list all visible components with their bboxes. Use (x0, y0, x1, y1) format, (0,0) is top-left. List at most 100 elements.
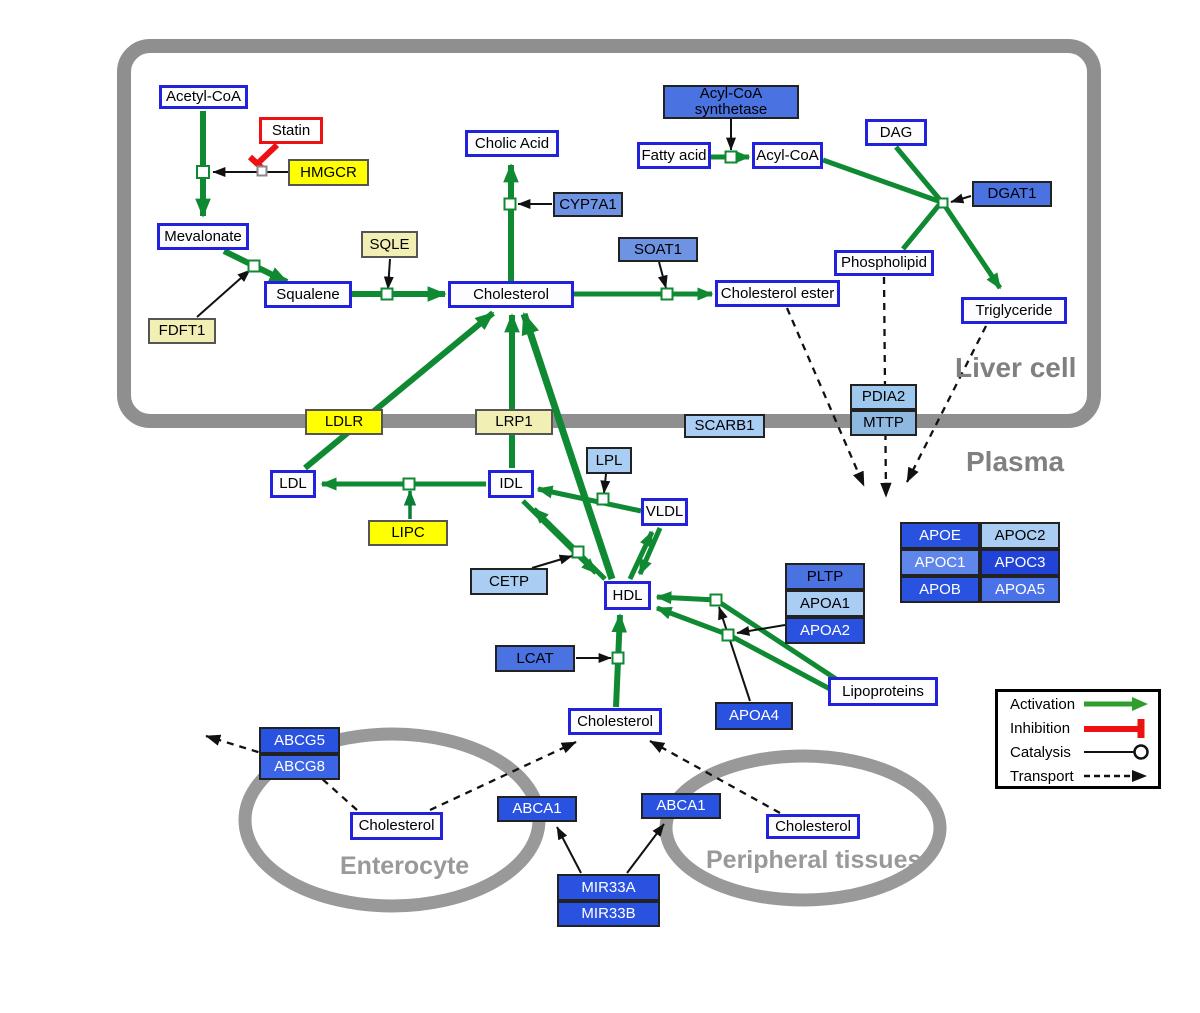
node-lipoproteins[interactable]: Lipoproteins (828, 677, 938, 706)
legend-item-transport: Transport (998, 764, 1158, 788)
edge-triglyceride-transport (905, 325, 988, 483)
node-apoc3[interactable]: APOC3 (980, 549, 1060, 576)
reaction-anchor (596, 492, 610, 506)
reaction-anchor (571, 545, 585, 559)
edge-soat1-catalysis (657, 261, 668, 289)
node-cholesterol-enterocyte[interactable]: Cholesterol (350, 812, 443, 840)
node-triglyceride[interactable]: Triglyceride (961, 297, 1067, 324)
node-lcat[interactable]: LCAT (495, 645, 575, 672)
node-sqle[interactable]: SQLE (361, 231, 418, 258)
node-cholesterol-peripheral[interactable]: Cholesterol (766, 814, 860, 839)
node-statin[interactable]: Statin (259, 117, 323, 144)
edge-sqle-catalysis (383, 258, 394, 290)
legend-label-inhibition: Inhibition (1010, 719, 1071, 737)
node-lpl[interactable]: LPL (586, 447, 632, 474)
target-anchor (256, 165, 268, 177)
node-dgat1[interactable]: DGAT1 (972, 181, 1052, 207)
edge-dag-to-junction (894, 145, 943, 203)
edge-junction-to-triglyceride (942, 204, 1003, 290)
legend-label-catalysis: Catalysis (1010, 743, 1071, 761)
node-cetp[interactable]: CETP (470, 568, 548, 595)
legend-symbol-activation (1084, 697, 1148, 711)
edge-lpl-catalysis (600, 473, 611, 494)
node-mir33b[interactable]: MIR33B (557, 901, 660, 927)
legend-label-transport: Transport (1010, 767, 1074, 785)
reaction-anchor (247, 259, 261, 273)
edge-apoa4-catalysis (718, 606, 751, 702)
node-phospholipid[interactable]: Phospholipid (834, 250, 934, 276)
node-mevalonate[interactable]: Mevalonate (157, 223, 249, 250)
reaction-anchor (721, 628, 735, 642)
node-abcg5[interactable]: ABCG5 (259, 727, 340, 754)
node-lipc[interactable]: LIPC (368, 520, 448, 546)
peripheral-tissues-label: Peripheral tissues (706, 846, 922, 874)
edge-statin-inhibition (254, 142, 280, 167)
node-ldl[interactable]: LDL (270, 470, 316, 498)
node-apob[interactable]: APOB (900, 576, 980, 603)
node-idl[interactable]: IDL (488, 470, 534, 498)
edge-cholesterolester-transport (785, 307, 866, 487)
node-apoa4[interactable]: APOA4 (715, 702, 793, 730)
edge-cetp-catalysis (531, 554, 573, 569)
node-cholic-acid[interactable]: Cholic Acid (465, 130, 559, 157)
node-hdl[interactable]: HDL (604, 581, 651, 610)
node-acyl-coa-synthetase[interactable]: Acyl-CoA synthetase (663, 85, 799, 119)
node-fatty-acid[interactable]: Fatty acid (637, 142, 711, 169)
node-fdft1[interactable]: FDFT1 (148, 318, 216, 344)
reaction-anchor (709, 593, 723, 607)
edge-cholesterol-efflux-abcg (205, 734, 358, 811)
node-apoa1[interactable]: APOA1 (785, 590, 865, 617)
node-apoe[interactable]: APOE (900, 522, 980, 549)
node-dag[interactable]: DAG (865, 119, 927, 146)
edge-acylcoa-to-junction (822, 157, 942, 205)
node-apoc1[interactable]: APOC1 (900, 549, 980, 576)
reaction-anchor (660, 287, 674, 301)
legend-item-catalysis: Catalysis (998, 740, 1158, 764)
legend-item-activation: Activation (998, 692, 1158, 716)
node-hmgcr[interactable]: HMGCR (288, 159, 369, 186)
node-acetyl-coa[interactable]: Acetyl-CoA (159, 85, 248, 109)
node-scarb1[interactable]: SCARB1 (684, 414, 765, 438)
peripheral-membrane (659, 749, 947, 907)
legend-symbol-inhibition (1084, 719, 1145, 738)
edge-mir33-to-abca1-right (626, 823, 665, 874)
edge-fdft1-catalysis (196, 269, 251, 318)
node-acyl-coa[interactable]: Acyl-CoA (752, 142, 823, 169)
reaction-anchor (724, 150, 738, 164)
edge-apoa1-group-catalysis (736, 624, 786, 636)
edge-cholesterol-per-to-plasma (649, 739, 781, 815)
node-squalene[interactable]: Squalene (264, 281, 352, 308)
reaction-anchor (503, 197, 517, 211)
node-abca1-enterocyte[interactable]: ABCA1 (497, 796, 577, 822)
node-vldl[interactable]: VLDL (641, 498, 688, 526)
node-abcg8[interactable]: ABCG8 (259, 754, 340, 780)
node-mir33a[interactable]: MIR33A (557, 874, 660, 901)
liver-cell-label: Liver cell (955, 352, 1077, 383)
edge-hdl-to-vldl (627, 530, 655, 581)
node-apoa5[interactable]: APOA5 (980, 576, 1060, 603)
reaction-anchor (402, 477, 416, 491)
edge-mir33-to-abca1-left (556, 826, 582, 874)
node-lrp1[interactable]: LRP1 (475, 409, 553, 435)
node-abca1-peripheral[interactable]: ABCA1 (641, 793, 721, 819)
node-pdia2[interactable]: PDIA2 (850, 384, 917, 410)
node-ldlr[interactable]: LDLR (305, 409, 383, 435)
node-apoc2[interactable]: APOC2 (980, 522, 1060, 549)
node-cholesterol-liver[interactable]: Cholesterol (448, 281, 574, 308)
legend-label-activation: Activation (1010, 695, 1076, 713)
edge-vldl-to-hdl (637, 527, 663, 576)
node-cholesterol-plasma[interactable]: Cholesterol (568, 708, 662, 735)
node-cholesterol-ester[interactable]: Cholesterol ester (715, 280, 840, 307)
plasma-label: Plasma (966, 446, 1065, 477)
enterocyte-label: Enterocyte (340, 852, 470, 880)
reaction-anchor (937, 197, 949, 209)
edge-idl-to-hdl (521, 499, 598, 575)
node-mttp[interactable]: MTTP (850, 410, 917, 436)
node-soat1[interactable]: SOAT1 (618, 237, 698, 262)
node-apoa2[interactable]: APOA2 (785, 617, 865, 644)
liver-cell-membrane (117, 39, 1101, 428)
node-cyp7a1[interactable]: CYP7A1 (553, 192, 623, 217)
node-pltp[interactable]: PLTP (785, 563, 865, 590)
